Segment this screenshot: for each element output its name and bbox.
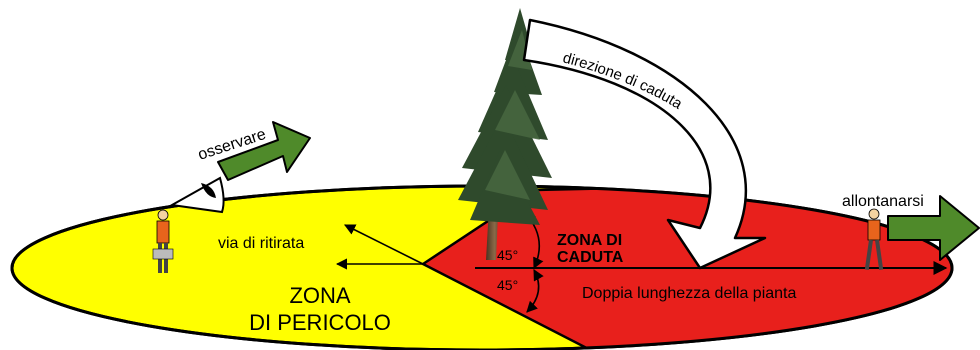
angle-arc-lower [526, 269, 544, 313]
danger-zone-label-1: ZONA [289, 283, 350, 308]
move-away-label: allontanarsi [842, 193, 924, 210]
retreat-arrow-upper [343, 224, 424, 265]
move-away-arrow [887, 195, 980, 261]
observer-eye [168, 176, 225, 214]
tree [458, 8, 552, 260]
tree-length-label: Doppia lunghezza della pianta [582, 285, 796, 302]
angle-label-upper: 45° [497, 247, 518, 263]
angle-label-lower: 45° [497, 277, 518, 293]
fall-zone-label-1: ZONA DI [557, 232, 622, 249]
observe-arrow [217, 121, 311, 181]
fall-zone-label-2: CADUTA [557, 249, 624, 266]
person-icon [864, 208, 884, 270]
person-icon [152, 209, 174, 273]
danger-zone-label-2: DI PERICOLO [249, 310, 391, 335]
eye-icon [168, 176, 225, 214]
retreat-path-label: via di ritirata [218, 235, 304, 252]
fall-direction-arrow [522, 18, 767, 270]
